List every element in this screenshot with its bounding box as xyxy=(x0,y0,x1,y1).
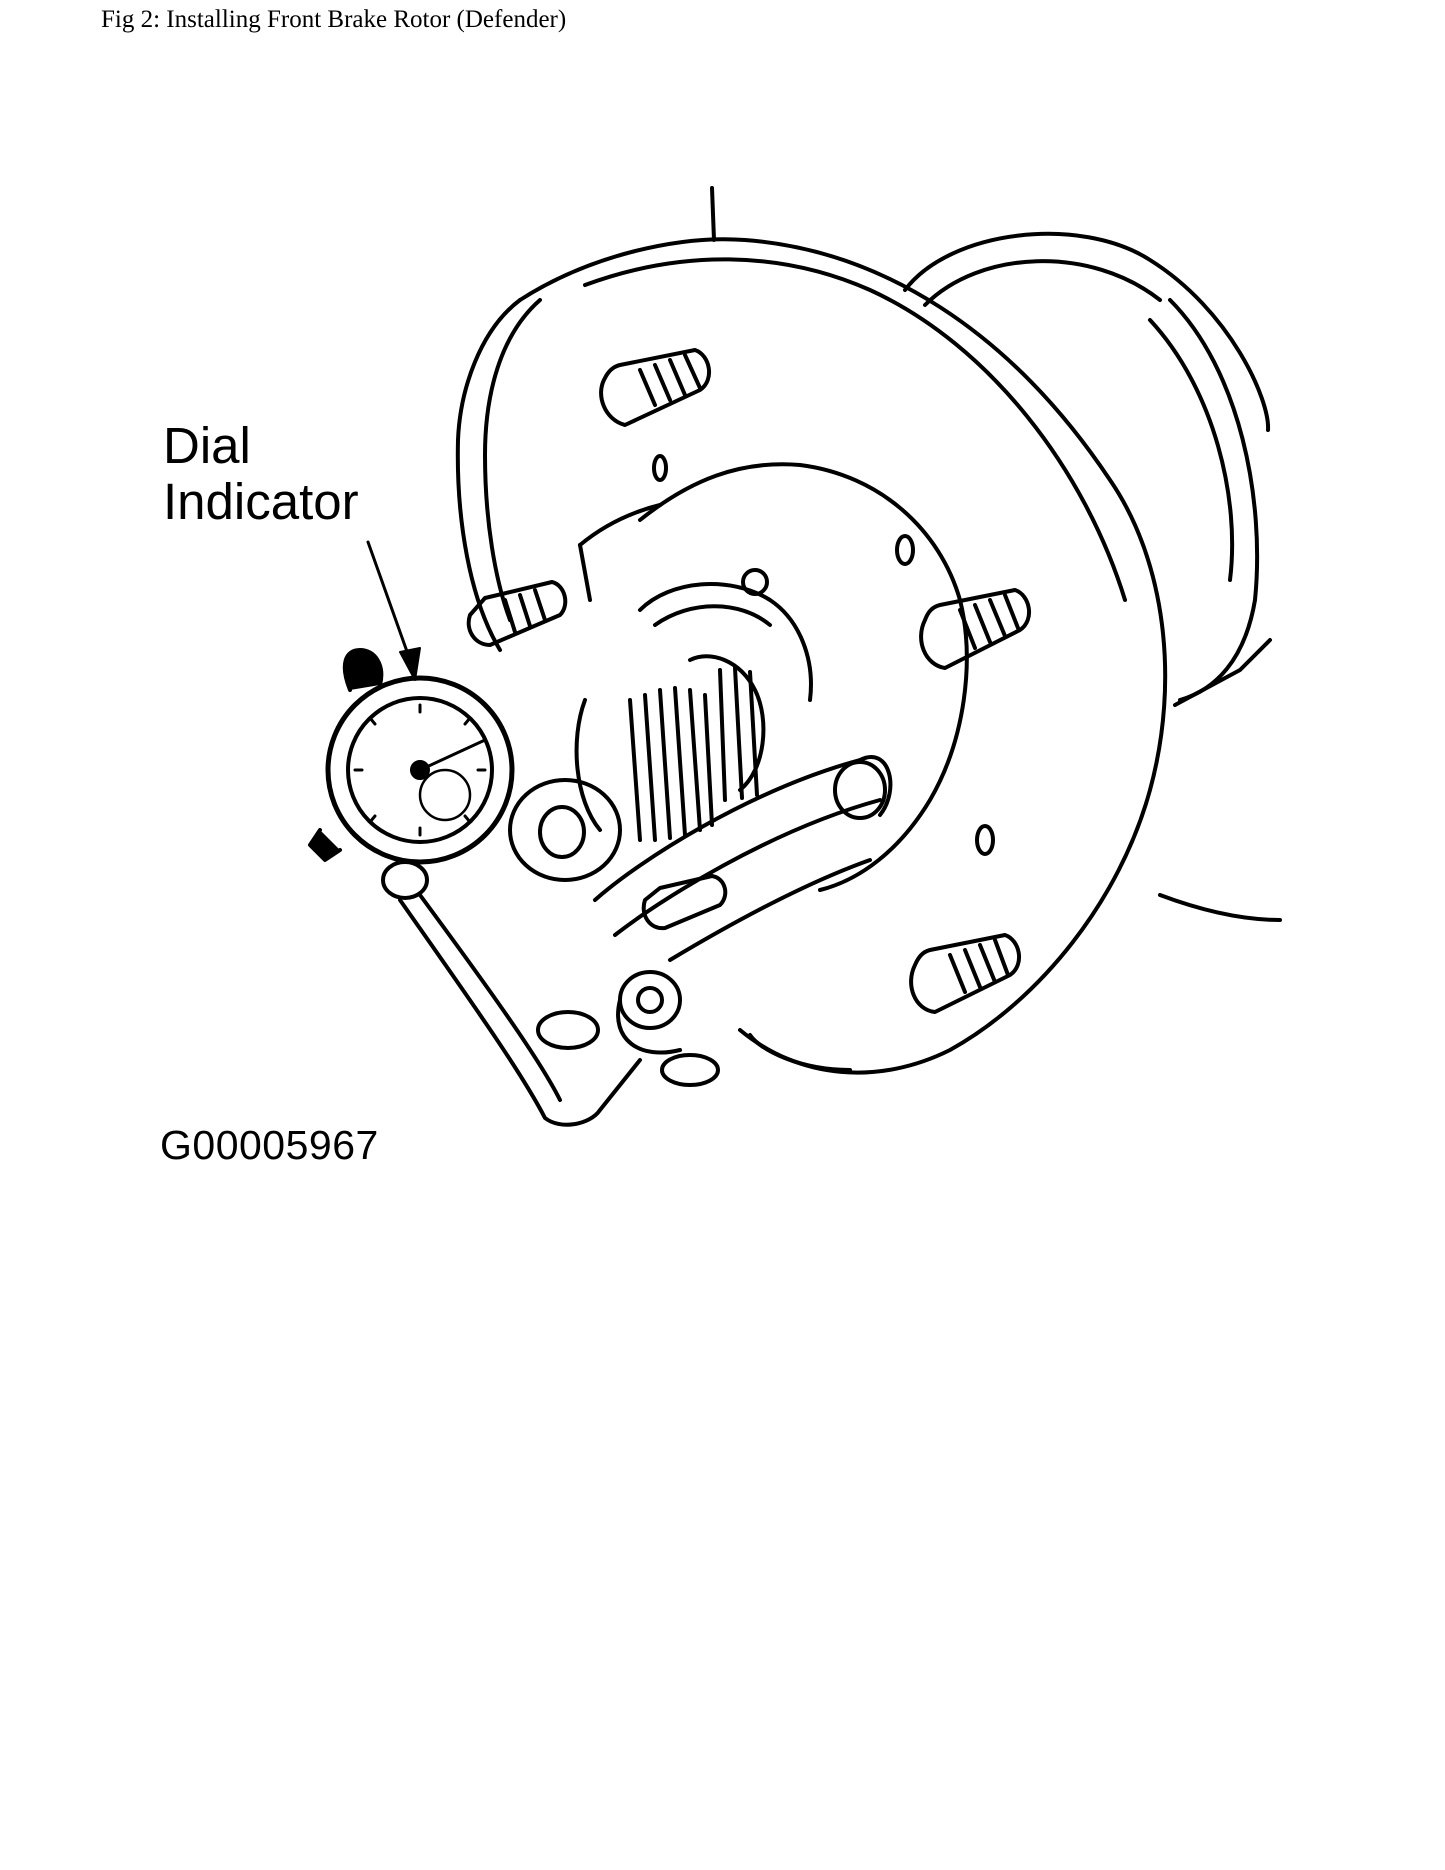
callout-line-1: Dial xyxy=(163,417,251,474)
wheel-stud-bottom xyxy=(909,933,1021,1014)
figure-caption: Fig 2: Installing Front Brake Rotor (Def… xyxy=(101,6,567,33)
wheel-stud-left xyxy=(466,580,568,647)
dial-indicator-label: Dial Indicator xyxy=(163,418,359,530)
hub-drum xyxy=(903,231,1282,922)
figure-id-code: G00005967 xyxy=(160,1122,379,1168)
splined-shaft xyxy=(508,582,813,882)
callout-arrow xyxy=(366,540,421,681)
callout-line-2: Indicator xyxy=(163,473,359,530)
brake-rotor-illustration xyxy=(308,186,1282,1127)
wheel-stud-lower-left xyxy=(641,874,728,931)
wheel-stud-top xyxy=(599,348,711,427)
hub-flange xyxy=(578,454,995,892)
dial-indicator-gauge xyxy=(308,648,515,865)
brake-rotor-disc xyxy=(455,186,1168,1075)
wheel-stud-right xyxy=(919,588,1031,670)
